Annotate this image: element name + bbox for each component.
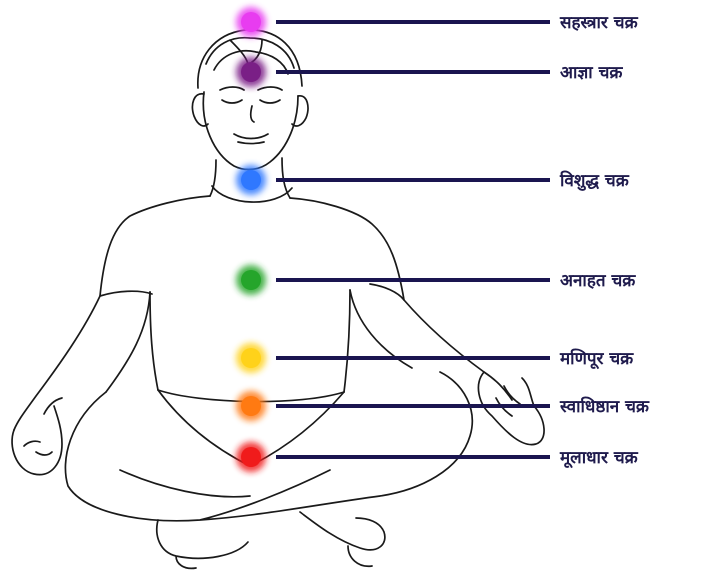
chakra-dot-muladhara — [241, 447, 261, 467]
chakra-dot-vishuddha — [241, 170, 261, 190]
chakra-dot-manipura — [241, 348, 261, 368]
right-hand — [478, 372, 544, 445]
chakra-vishuddha: विशुद्ध चक्र — [236, 165, 630, 195]
chakra-dot-sahasrara — [241, 12, 261, 32]
right-eye — [260, 100, 280, 103]
nose — [251, 106, 254, 122]
chakra-anahata: अनाहत चक्र — [236, 265, 636, 295]
chakra-dot-svadhisthana — [241, 396, 261, 416]
left-foot — [157, 520, 248, 568]
chakra-manipura: मणिपूर चक्र — [236, 343, 634, 373]
chakra-svadhisthana: स्वाधिष्ठान चक्र — [236, 391, 650, 421]
left-hand — [12, 398, 62, 475]
face-outline — [203, 92, 298, 169]
chakra-sahasrara: सहस्त्रार चक्र — [236, 7, 639, 37]
torso-sides — [150, 290, 350, 392]
chakra-muladhara: मूलाधार चक्र — [236, 442, 639, 472]
mouth — [234, 134, 268, 144]
chakra-label-anahata: अनाहत चक्र — [560, 271, 636, 291]
chakra-label-svadhisthana: स्वाधिष्ठान चक्र — [559, 396, 650, 417]
left-arm — [14, 291, 152, 430]
chakra-dot-anahata — [241, 270, 261, 290]
chakra-label-vishuddha: विशुद्ध चक्र — [559, 170, 630, 191]
meditating-figure — [12, 30, 544, 569]
right-arm — [350, 284, 512, 400]
chakra-layer: सहस्त्रार चक्र आज्ञा चक्र विशुद्ध चक्र अनाह… — [236, 7, 650, 472]
right-foot — [300, 512, 385, 566]
chakra-ajna: आज्ञा चक्र — [236, 57, 623, 87]
chakra-label-muladhara: मूलाधार चक्र — [559, 448, 639, 469]
chakra-label-sahasrara: सहस्त्रार चक्र — [559, 13, 639, 33]
crossed-legs — [65, 372, 472, 521]
brows — [220, 87, 282, 90]
chakra-label-manipura: मणिपूर चक्र — [559, 348, 634, 370]
left-eye — [222, 100, 242, 103]
chakra-label-ajna: आज्ञा चक्र — [560, 63, 623, 83]
chakra-dot-ajna — [241, 62, 261, 82]
